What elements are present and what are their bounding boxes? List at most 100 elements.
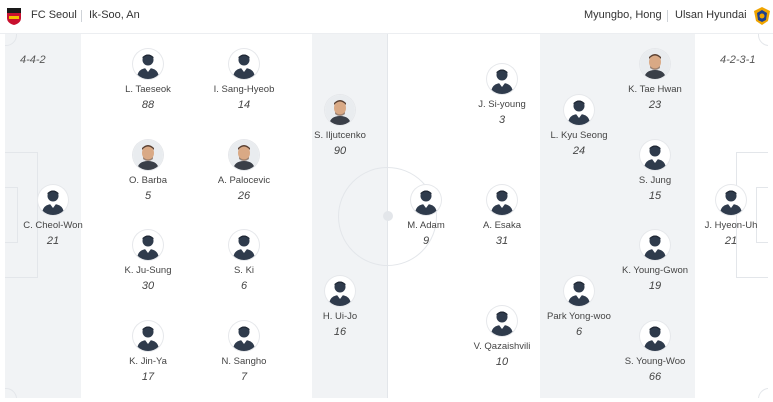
player-silhouette-icon bbox=[487, 64, 517, 94]
home-team-name[interactable]: FC Seoul bbox=[31, 9, 77, 21]
player-name: A. Palocevic bbox=[217, 175, 271, 186]
player-number: 14 bbox=[237, 99, 251, 111]
player-number: 3 bbox=[498, 114, 506, 126]
player-number: 6 bbox=[240, 280, 248, 292]
player-name: L. Taeseok bbox=[125, 84, 171, 95]
player-silhouette-icon bbox=[640, 230, 670, 260]
player-card[interactable]: L. Kyu Seong 24 bbox=[534, 95, 624, 157]
player-card[interactable]: S. Young-Woo 66 bbox=[610, 321, 700, 383]
center-spot bbox=[383, 211, 393, 221]
player-card[interactable]: M. Adam 9 bbox=[381, 185, 471, 247]
player-silhouette-icon bbox=[133, 230, 163, 260]
player-name: M. Adam bbox=[407, 220, 445, 231]
player-name: J. Si-young bbox=[478, 99, 526, 110]
player-number: 9 bbox=[422, 235, 430, 247]
player-silhouette-icon bbox=[564, 95, 594, 125]
away-goal-area bbox=[756, 187, 768, 243]
player-silhouette-icon bbox=[229, 49, 259, 79]
player-card[interactable]: L. Taeseok 88 bbox=[103, 49, 193, 111]
ulsan-hyundai-crest-icon[interactable] bbox=[752, 6, 772, 26]
player-name: K. Jin-Ya bbox=[129, 356, 167, 367]
player-name: S. Jung bbox=[638, 175, 672, 186]
player-card[interactable]: N. Sangho 7 bbox=[199, 321, 289, 383]
header-divider bbox=[81, 10, 82, 22]
player-number: 23 bbox=[648, 99, 662, 111]
player-name: K. Tae Hwan bbox=[628, 84, 682, 95]
player-number: 5 bbox=[144, 190, 152, 202]
player-card[interactable]: S. Ki 6 bbox=[199, 230, 289, 292]
player-silhouette-icon bbox=[133, 49, 163, 79]
player-card[interactable]: H. Ui-Jo 16 bbox=[295, 276, 385, 338]
player-number: 6 bbox=[575, 326, 583, 338]
player-card[interactable]: Park Yong-woo 6 bbox=[534, 276, 624, 338]
player-number: 10 bbox=[495, 356, 509, 368]
player-card[interactable]: K. Ju-Sung 30 bbox=[103, 230, 193, 292]
player-number: 30 bbox=[141, 280, 155, 292]
player-card[interactable]: S. Jung 15 bbox=[610, 140, 700, 202]
player-silhouette-icon bbox=[487, 185, 517, 215]
player-card[interactable]: V. Qazaishvili 10 bbox=[457, 306, 547, 368]
player-number: 88 bbox=[141, 99, 155, 111]
player-name: K. Ju-Sung bbox=[124, 265, 172, 276]
player-number: 21 bbox=[46, 235, 60, 247]
center-circle bbox=[338, 167, 437, 266]
player-number: 17 bbox=[141, 371, 155, 383]
player-photo bbox=[325, 95, 355, 125]
player-name: V. Qazaishvili bbox=[473, 341, 531, 352]
player-number: 26 bbox=[237, 190, 251, 202]
player-card[interactable]: S. Iljutcenko 90 bbox=[295, 95, 385, 157]
away-formation: 4-2-3-1 bbox=[720, 54, 756, 66]
player-name: O. Barba bbox=[128, 175, 168, 186]
player-photo bbox=[229, 140, 259, 170]
player-card[interactable]: I. Sang-Hyeob 14 bbox=[199, 49, 289, 111]
player-silhouette-icon bbox=[229, 321, 259, 351]
home-penalty-box bbox=[5, 152, 38, 278]
home-coach-name[interactable]: Ik-Soo, An bbox=[89, 9, 140, 21]
player-name: S. Young-Woo bbox=[624, 356, 686, 367]
corner-arc bbox=[5, 34, 17, 46]
away-penalty-box bbox=[736, 152, 768, 278]
player-photo bbox=[640, 49, 670, 79]
player-number: 7 bbox=[240, 371, 248, 383]
player-card[interactable]: J. Si-young 3 bbox=[457, 64, 547, 126]
player-name: S. Iljutcenko bbox=[314, 130, 366, 141]
player-silhouette-icon bbox=[640, 140, 670, 170]
home-goal-area bbox=[5, 187, 18, 243]
player-number: 16 bbox=[333, 326, 347, 338]
home-formation: 4-4-2 bbox=[20, 54, 46, 66]
match-header: FC Seoul Ik-Soo, An Myungbo, Hong Ulsan … bbox=[0, 0, 773, 34]
player-name: S. Ki bbox=[233, 265, 255, 276]
corner-arc bbox=[758, 388, 768, 398]
header-divider bbox=[667, 10, 668, 22]
player-number: 24 bbox=[572, 145, 586, 157]
player-silhouette-icon bbox=[38, 185, 68, 215]
player-card[interactable]: A. Palocevic 26 bbox=[199, 140, 289, 202]
away-coach-name[interactable]: Myungbo, Hong bbox=[584, 9, 662, 21]
player-silhouette-icon bbox=[229, 230, 259, 260]
player-number: 21 bbox=[724, 235, 738, 247]
player-name: L. Kyu Seong bbox=[550, 130, 608, 141]
player-name: N. Sangho bbox=[221, 356, 267, 367]
player-card[interactable]: K. Tae Hwan 23 bbox=[610, 49, 700, 111]
player-card[interactable]: C. Cheol-Won 21 bbox=[8, 185, 98, 247]
player-photo bbox=[133, 140, 163, 170]
player-card[interactable]: K. Young-Gwon 19 bbox=[610, 230, 700, 292]
player-card[interactable]: K. Jin-Ya 17 bbox=[103, 321, 193, 383]
fc-seoul-crest-icon[interactable] bbox=[4, 6, 24, 26]
player-silhouette-icon bbox=[716, 185, 746, 215]
player-silhouette-icon bbox=[411, 185, 441, 215]
player-number: 31 bbox=[495, 235, 509, 247]
player-card[interactable]: A. Esaka 31 bbox=[457, 185, 547, 247]
player-name: Park Yong-woo bbox=[547, 311, 611, 322]
player-number: 90 bbox=[333, 145, 347, 157]
away-team-name[interactable]: Ulsan Hyundai bbox=[675, 9, 747, 21]
player-card[interactable]: J. Hyeon-Uh 21 bbox=[686, 185, 773, 247]
player-name: A. Esaka bbox=[482, 220, 522, 231]
pitch bbox=[5, 34, 768, 398]
player-name: H. Ui-Jo bbox=[322, 311, 358, 322]
player-card[interactable]: O. Barba 5 bbox=[103, 140, 193, 202]
player-silhouette-icon bbox=[133, 321, 163, 351]
player-silhouette-icon bbox=[564, 276, 594, 306]
player-name: C. Cheol-Won bbox=[23, 220, 83, 231]
pitch-stripe bbox=[81, 34, 312, 398]
